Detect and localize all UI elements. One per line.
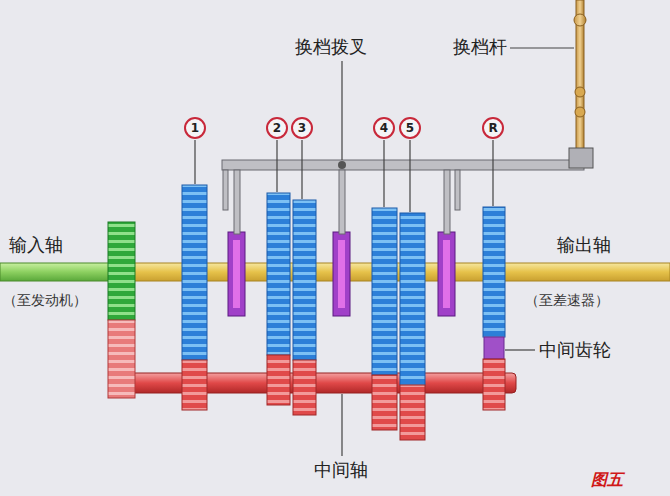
illustration-part [574, 14, 586, 26]
illustration-part [182, 185, 207, 360]
illustration-part [293, 200, 316, 360]
callout-circle: R [482, 117, 504, 139]
illustration-part [455, 170, 460, 210]
illustration-part [182, 360, 207, 410]
input-gear [108, 222, 135, 398]
part-label: 换档杆 [452, 36, 508, 58]
illustration-part [233, 240, 240, 308]
illustration-part [492, 140, 493, 206]
callout-number: 4 [380, 122, 388, 134]
illustration-part [383, 140, 384, 207]
part-label: 中间齿轮 [538, 339, 612, 361]
illustration-part [575, 107, 585, 117]
illustration-part [223, 170, 228, 210]
illustration-part [484, 337, 504, 359]
illustration-part [338, 240, 345, 308]
shift-lever [569, 0, 593, 168]
illustration-part [483, 207, 505, 337]
illustration-part [108, 320, 135, 398]
note-label: （至发动机） [2, 292, 88, 309]
illustration-part [438, 232, 455, 316]
illustration-part [228, 232, 245, 316]
illustration-part [341, 394, 342, 456]
illustration-part [400, 385, 425, 440]
illustration-part [222, 160, 584, 170]
leader-line [195, 48, 574, 456]
gear-3 [293, 200, 316, 415]
illustration-part [409, 140, 410, 212]
illustration-part [301, 140, 302, 199]
illustration-part [108, 222, 135, 320]
illustration-part [333, 232, 350, 316]
illustration-part [483, 359, 505, 410]
illustration-part [194, 140, 195, 184]
illustration-part [372, 375, 397, 430]
illustration-part [400, 213, 425, 385]
illustration-part [510, 47, 574, 48]
illustration-part [443, 240, 450, 308]
callout-circle: 3 [291, 117, 313, 139]
part-label: 中间轴 [313, 459, 369, 481]
shift-fork [222, 160, 584, 234]
callout-number: 5 [406, 122, 414, 134]
input-shaft [0, 263, 118, 281]
synchronizer [228, 232, 455, 316]
synchronizer-hub [233, 240, 450, 308]
gear-4 [372, 208, 397, 430]
callout-circle: 1 [184, 117, 206, 139]
illustration-part [276, 140, 277, 192]
illustration-part [505, 349, 535, 350]
illustration-part [267, 193, 290, 355]
illustration-part [293, 360, 316, 415]
callout-number: 2 [273, 122, 281, 134]
part-label: 换档拨叉 [294, 36, 368, 58]
illustration-part [575, 87, 585, 97]
figure-number: 图五 [590, 470, 624, 489]
illustration-part [234, 170, 240, 234]
note-label: （至差速器） [524, 292, 610, 309]
part-label: 输出轴 [556, 234, 612, 256]
callout-number: 3 [298, 122, 306, 134]
illustration-part [372, 208, 397, 375]
illustration-part [339, 170, 345, 234]
callout-circle: 4 [373, 117, 395, 139]
gear-5 [400, 213, 425, 440]
gear-1 [182, 185, 207, 410]
gear-reverse [483, 207, 505, 410]
callout-number: R [488, 122, 497, 134]
part-label: 输入轴 [8, 234, 64, 256]
illustration-part [569, 148, 593, 168]
illustration-part [267, 355, 290, 405]
callout-circle: 2 [266, 117, 288, 139]
callout-circle: 5 [399, 117, 421, 139]
callout-number: 1 [191, 122, 199, 134]
rail-pivot [338, 161, 346, 169]
illustration-part [444, 170, 450, 234]
illustration-part [341, 61, 342, 160]
gear-2 [267, 193, 290, 405]
